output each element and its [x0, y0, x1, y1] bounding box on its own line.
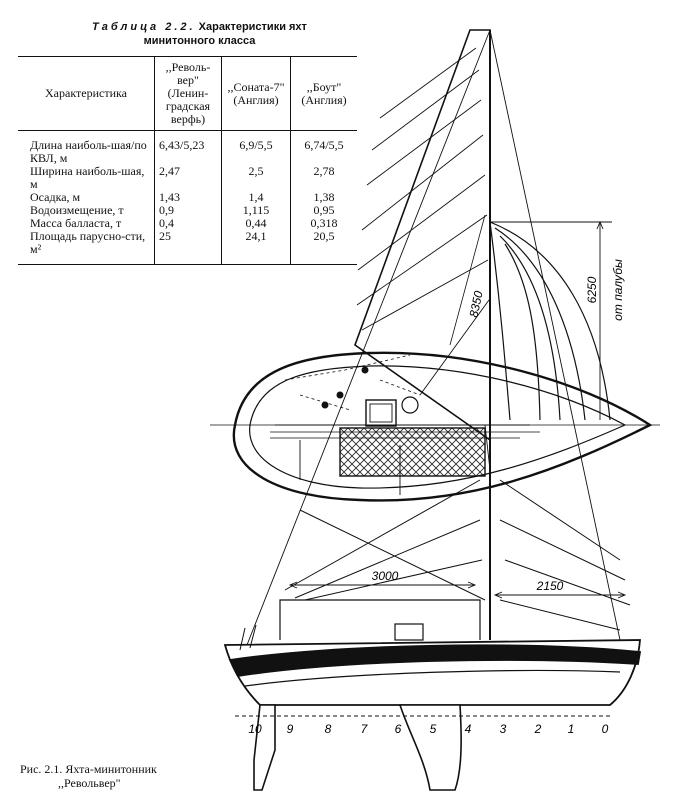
cell-value: 6,43/5,23 — [154, 130, 222, 165]
keel — [398, 704, 462, 791]
row-label: Осадка, м — [30, 190, 81, 204]
cell-value: 6,9/5,5 — [221, 130, 291, 165]
figure-caption-line1: Рис. 2.1. Яхта-минитонник — [20, 762, 157, 776]
station-mark: 4 — [465, 722, 472, 736]
row-label: Площадь парусно-сти, м² — [30, 229, 146, 256]
cell-value: 2,78 — [290, 165, 357, 191]
cell-value: 0,4 — [154, 217, 222, 230]
yacht-characteristics-table: Характеристика ,,Револь-вер" (Ленин-град… — [18, 56, 357, 265]
spreader-dimension-label: 2150 — [536, 579, 564, 593]
cell-value: 6,74/5,5 — [290, 130, 357, 165]
cell-value: 2,47 — [154, 165, 222, 191]
mast-dimension-line — [449, 214, 486, 346]
station-mark: 3 — [500, 722, 507, 736]
cell-value: 1,38 — [290, 191, 357, 204]
table-row: Водоизмещение, т 0,9 1,115 0,95 — [18, 204, 357, 217]
station-mark: 2 — [534, 722, 542, 736]
rudder — [253, 704, 276, 791]
table-row: Длина наиболь-шая/по КВЛ, м 6,43/5,23 6,… — [18, 130, 357, 165]
station-mark: 6 — [395, 722, 402, 736]
table-row: Осадка, м 1,43 1,4 1,38 — [18, 191, 357, 204]
header-revolver: ,,Револь-вер" (Ленин-градская верфь) — [154, 56, 222, 131]
row-label: Длина наиболь-шая/по КВЛ, м — [30, 138, 147, 165]
table-title-text: Характеристики яхт — [198, 21, 307, 33]
forestay-dimension-note: от палубы — [611, 259, 625, 321]
boom-dimension — [288, 581, 477, 589]
station-mark: 7 — [361, 722, 369, 736]
cell-value: 0,9 — [154, 204, 222, 217]
hull-profile — [223, 599, 642, 706]
cell-value: 1,115 — [221, 204, 291, 217]
forestay-dimension — [490, 220, 612, 420]
cell-value: 1,43 — [154, 191, 222, 204]
boom-dimension-label: 3000 — [372, 569, 399, 583]
figure-caption-line2: ,,Револьвер" — [58, 776, 121, 790]
spreader-dimension — [493, 591, 627, 599]
station-mark: 0 — [602, 722, 609, 736]
mainsail — [354, 29, 491, 442]
rigging — [244, 29, 631, 651]
header-characteristic: Характеристика — [45, 86, 127, 100]
spinnaker — [489, 221, 611, 421]
header-sonata: ,,Соната-7" (Англия) — [221, 56, 291, 131]
row-label: Водоизмещение, т — [30, 203, 124, 217]
table-row: Ширина наиболь-шая, м 2,47 2,5 2,78 — [18, 165, 357, 191]
station-mark: 10 — [248, 722, 262, 736]
station-mark: 9 — [287, 722, 294, 736]
table-title-text-line2: минитонного класса — [143, 35, 256, 47]
cell-value: 20,5 — [290, 230, 357, 265]
table-number: Таблица 2.2. — [92, 21, 196, 33]
figure-caption: Рис. 2.1. Яхта-минитонник ,,Револьвер" — [20, 762, 157, 790]
cell-value: 0,95 — [290, 204, 357, 217]
cell-value: 24,1 — [221, 230, 291, 265]
cell-value: 0,44 — [221, 217, 291, 230]
table-row: Площадь парусно-сти, м² 25 24,1 20,5 — [18, 230, 357, 265]
table-header-row: Характеристика ,,Револь-вер" (Ленин-град… — [18, 56, 357, 131]
forestay-dimension-label: 6250 — [585, 276, 599, 303]
header-bout: ,,Боут" (Англия) — [290, 56, 357, 131]
table-row: Масса балласта, т 0,4 0,44 0,318 — [18, 217, 357, 230]
station-mark: 1 — [568, 722, 575, 736]
table-title: Таблица 2.2. Характеристики яхт минитонн… — [62, 20, 337, 48]
row-label: Масса балласта, т — [30, 216, 122, 230]
station-mark: 8 — [325, 722, 332, 736]
cell-value: 2,5 — [221, 165, 291, 191]
deck-plan — [232, 351, 653, 502]
cell-value: 25 — [154, 230, 222, 265]
mast-dimension-label: 8350 — [466, 289, 485, 318]
station-marks: 10 9 8 7 6 5 4 3 2 1 0 — [248, 722, 608, 736]
station-mark: 5 — [430, 722, 437, 736]
row-label: Ширина наиболь-шая, м — [30, 164, 145, 191]
cell-value: 1,4 — [221, 191, 291, 204]
cell-value: 0,318 — [290, 217, 357, 230]
